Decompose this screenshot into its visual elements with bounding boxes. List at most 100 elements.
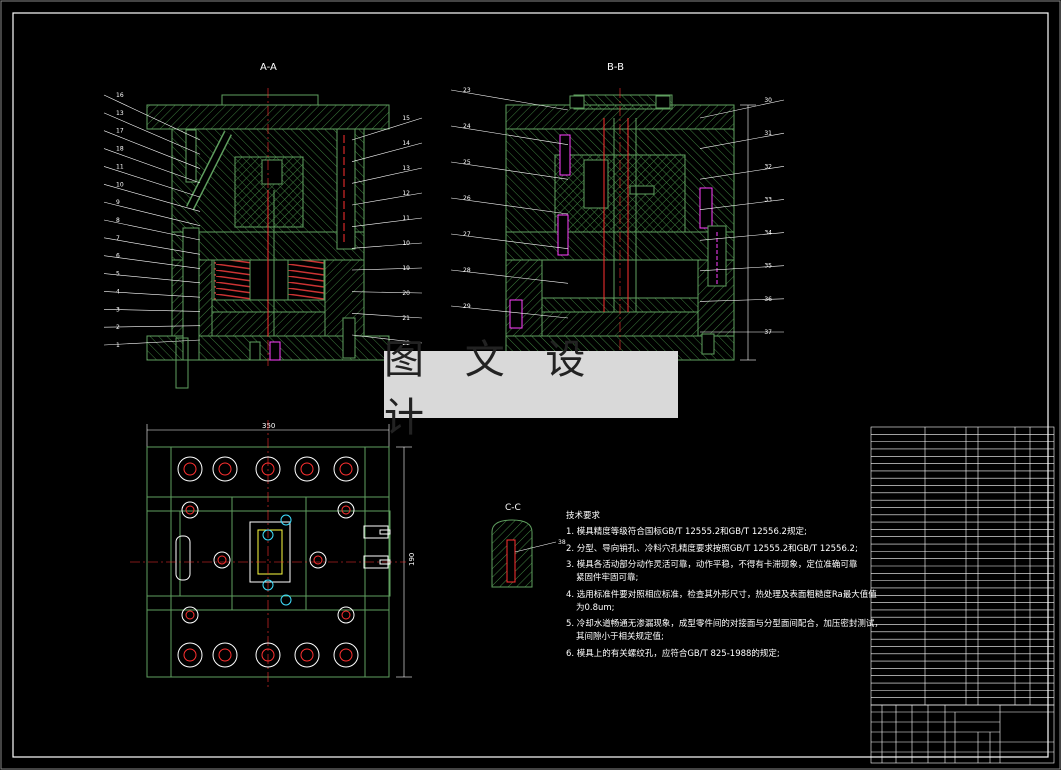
- leader-line: [103, 183, 201, 212]
- tech-note-line: 1. 模具精度等级符合国标GB/T 12555.2和GB/T 12556.2规定…: [566, 526, 807, 537]
- balloon-20: 20: [402, 290, 410, 297]
- bolt-hole: [255, 642, 281, 668]
- balloon-17: 17: [116, 128, 124, 135]
- leader-line: [699, 265, 785, 272]
- balloon-32: 32: [764, 163, 772, 170]
- bolt-hole-inner: [183, 462, 197, 476]
- leader-line: [103, 291, 201, 298]
- balloon-37: 37: [764, 329, 772, 336]
- section-bb-label: B-B: [607, 62, 624, 73]
- leader-line: [450, 161, 569, 180]
- leader-line: [103, 94, 201, 141]
- leader-line: [699, 132, 785, 149]
- leader-line: [450, 305, 569, 319]
- balloon-10: 10: [116, 181, 124, 188]
- leader-line: [699, 232, 785, 241]
- balloon-13: 13: [402, 165, 410, 172]
- technical-requirements: 技术要求 1. 模具精度等级符合国标GB/T 12555.2和GB/T 1255…: [566, 511, 883, 667]
- cooling-hole: [262, 529, 274, 541]
- leader-line: [699, 99, 785, 119]
- cooling-hole: [280, 514, 292, 526]
- balloon-15: 15: [402, 115, 410, 122]
- bolt-hole: [333, 456, 359, 482]
- leader-line: [103, 339, 201, 346]
- leader-line: [699, 165, 785, 180]
- drawing-frame: [12, 12, 1049, 758]
- balloon-33: 33: [764, 196, 772, 203]
- bolt-hole-inner: [300, 648, 314, 662]
- balloon-16: 16: [116, 92, 124, 99]
- leader-line: [351, 142, 423, 162]
- leader-line: [351, 167, 423, 184]
- balloon-30: 30: [764, 97, 772, 104]
- bolt-hole-inner: [300, 462, 314, 476]
- pin-hole-inner: [185, 505, 195, 515]
- balloon-25: 25: [463, 159, 471, 166]
- section-aa-label: A-A: [260, 62, 277, 73]
- balloon-34: 34: [764, 230, 772, 237]
- pin-hole: [213, 551, 231, 569]
- balloon-1: 1: [116, 342, 120, 349]
- leader-line: [450, 269, 569, 284]
- pin-hole: [181, 606, 199, 624]
- balloon-10: 10: [402, 240, 410, 247]
- bolt-hole: [177, 642, 203, 668]
- balloon-21: 21: [402, 315, 410, 322]
- bolt-hole-inner: [261, 648, 275, 662]
- pin-hole-inner: [341, 505, 351, 515]
- leader-line: [351, 242, 423, 249]
- bolt-hole-inner: [339, 648, 353, 662]
- leader-line: [103, 237, 201, 255]
- balloon-24: 24: [463, 123, 471, 130]
- balloon-6: 6: [116, 253, 120, 260]
- balloon-11: 11: [402, 215, 410, 222]
- bolt-hole-inner: [218, 462, 232, 476]
- balloon-11: 11: [116, 163, 124, 170]
- balloon-18: 18: [116, 146, 124, 153]
- leader-line: [450, 233, 569, 249]
- leader-line: [450, 197, 569, 215]
- watermark-banner: 图 文 设 计: [384, 337, 678, 441]
- balloon-13: 13: [116, 110, 124, 117]
- leader-line: [103, 201, 201, 227]
- bolt-hole: [177, 456, 203, 482]
- balloon-22: 22: [402, 340, 410, 347]
- pin-hole-inner: [341, 610, 351, 620]
- leader-line: [351, 117, 423, 141]
- tech-note-line: 6. 模具上的有关螺纹孔，应符合GB/T 825-1988的规定;: [566, 648, 780, 659]
- pin-hole: [337, 501, 355, 519]
- bolt-hole: [255, 456, 281, 482]
- dim-height-text: 190: [408, 553, 416, 566]
- tech-note-line: 4. 选用标准件要对照相应标准，检查其外形尺寸，热处理及表面粗糙度Ra最大值值: [566, 589, 877, 600]
- bolt-hole-inner: [261, 462, 275, 476]
- dim-width-text: 350: [262, 422, 275, 430]
- bolt-hole: [294, 456, 320, 482]
- balloon-27: 27: [463, 231, 471, 238]
- section-cc-view: C-C 38: [491, 503, 566, 588]
- balloon-8: 8: [116, 217, 120, 224]
- leader-line: [351, 334, 423, 344]
- pin-hole: [309, 551, 327, 569]
- leader-line: [103, 219, 201, 241]
- leader-line: [103, 273, 201, 284]
- tech-notes-title: 技术要求: [566, 511, 601, 521]
- parts-list-table: [870, 426, 1055, 706]
- balloon-9: 9: [116, 199, 120, 206]
- balloon-4: 4: [116, 288, 120, 295]
- balloon-19: 19: [402, 265, 410, 272]
- balloon-38: 38: [558, 539, 566, 546]
- plan-view: 350 190: [130, 337, 416, 690]
- section-cc-label: C-C: [505, 503, 521, 513]
- balloon-7: 7: [116, 235, 120, 242]
- leader-line: [699, 298, 785, 302]
- balloon-14: 14: [402, 140, 410, 147]
- balloon-3: 3: [116, 306, 120, 313]
- balloon-28: 28: [463, 267, 471, 274]
- cooling-hole: [280, 594, 292, 606]
- balloon-23: 23: [463, 87, 471, 94]
- leader-line: [103, 112, 201, 155]
- balloon-2: 2: [116, 324, 120, 331]
- balloon-5: 5: [116, 271, 120, 278]
